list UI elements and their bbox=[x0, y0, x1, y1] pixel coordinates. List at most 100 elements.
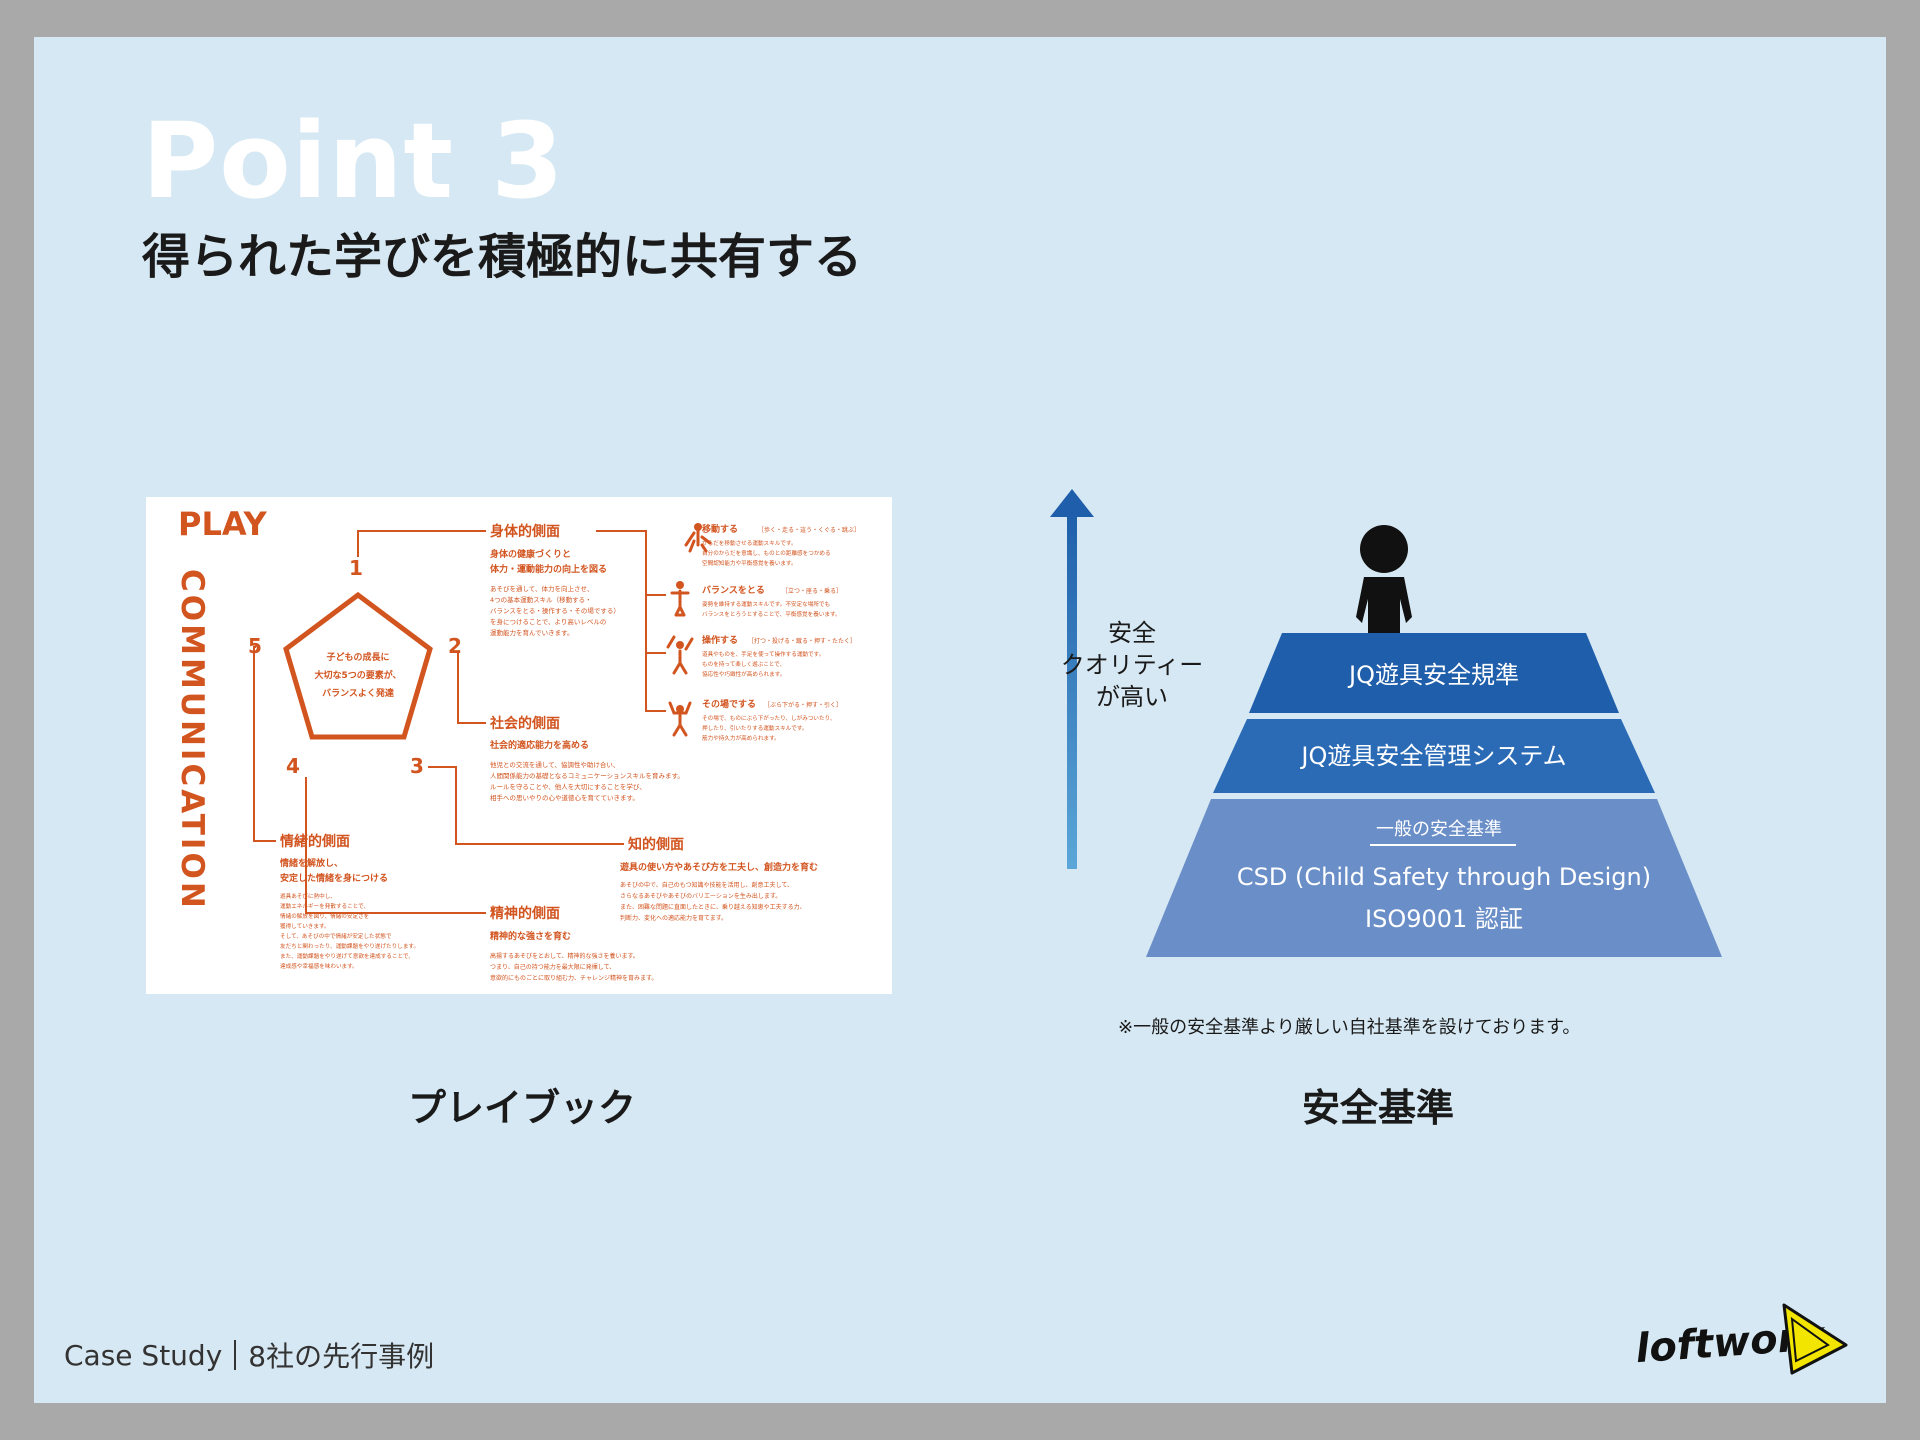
section-lead: 情緒を解放し、 bbox=[279, 857, 343, 869]
section-body: 運動エネルギーを発散することで、 bbox=[280, 902, 369, 910]
safety-pyramid-diagram: 安全 クオリティー が高い JQ遊具安全規準 JQ遊具安全管理システム 一般の安… bbox=[1050, 489, 1722, 1038]
section-body: あそびを通して、体力を向上させ、 bbox=[490, 584, 593, 593]
safety-standard-figure: 安全 クオリティー が高い JQ遊具安全規準 JQ遊具安全管理システム 一般の安… bbox=[1020, 477, 1760, 1057]
skill-line: 協応性や巧緻性が高められます。 bbox=[702, 670, 785, 678]
social-section: 社会的側面 社会的適応能力を高める 他児との交流を通して、協調性や助け合い、 人… bbox=[489, 715, 684, 802]
number-label: 1 bbox=[349, 556, 363, 580]
slide: Point 3 得られた学びを積極的に共有する PLAY COMMUNICATI… bbox=[34, 37, 1886, 1403]
skill-line: 自分のからだを意識し、ものとの距離感をつかめる bbox=[702, 549, 831, 557]
section-body: 人間関係能力の基礎となるコミュニケーションスキルを育みます。 bbox=[490, 771, 684, 780]
section-body: そして、あそびの中で情緒が安定した状態で bbox=[280, 932, 392, 940]
emotional-section: 情緒的側面 情緒を解放し、 安定した情緒を身につける 遊具あそびに熱中し、 運動… bbox=[279, 833, 419, 970]
physical-section: 身体的側面 身体の健康づくりと 体力・運動能力の向上を図る あそびを通して、体力… bbox=[490, 523, 620, 637]
quality-label-line: クオリティー bbox=[1061, 651, 1204, 679]
section-body: つまり、自己の持つ能力を最大限に発揮して、 bbox=[490, 963, 615, 971]
footer-label: Case Study bbox=[64, 1338, 223, 1372]
number-label: 3 bbox=[410, 754, 424, 778]
section-body: また、運動課題をやり遂げて意欲を達成することで、 bbox=[280, 952, 414, 960]
skill-line: 押したり、引いたりする運動スキルです。 bbox=[702, 724, 808, 732]
section-body: さらなるあそびやあそびのバリエーションを生み出します。 bbox=[620, 892, 781, 900]
skill-tag: ［ぶら下がる・押す・引く］ bbox=[764, 701, 842, 709]
section-body: 運動能力を育んでいきます。 bbox=[490, 628, 574, 637]
section-body: バランスをとる・操作する・その場でする） bbox=[490, 606, 620, 615]
center-text-line: 子どもの成長に bbox=[326, 651, 389, 663]
skill-tag: ［歩く・走る・這う・くぐる・跳ぶ］ bbox=[758, 526, 860, 534]
safety-note: ※一般の安全基準より厳しい自社基準を設けております。 bbox=[1118, 1017, 1580, 1038]
pentagon-shape bbox=[283, 591, 433, 740]
section-body: 高揚するあそびをとおして、精神的な強さを養います。 bbox=[490, 952, 639, 960]
skill-line: 筋力や持久力が高められます。 bbox=[702, 734, 780, 742]
tier-line: CSD (Child Safety through Design) bbox=[1237, 863, 1651, 891]
section-body: また、困難な問題に直面したときに、乗り越える知恵や工夫する力、 bbox=[620, 903, 806, 911]
mental-section: 精神的側面 精神的な強さを育む 高揚するあそびをとおして、精神的な強さを養います… bbox=[490, 905, 657, 982]
skill-item: その場でする ［ぶら下がる・押す・引く］ その場で、ものにぶら下がったり、しがみ… bbox=[702, 698, 842, 742]
in-place-icon bbox=[668, 701, 692, 737]
section-body: 達成感や幸福感を味わいます。 bbox=[280, 962, 358, 970]
intellectual-section: 知的側面 遊具の使い方やあそび方を工夫し、創造力を育む あそびの中で、自己のもつ… bbox=[620, 836, 818, 922]
connector-lines bbox=[253, 530, 666, 914]
tier-heading: 一般の安全基準 bbox=[1376, 819, 1502, 840]
skill-line: 姿勢を維持する運動スキルです。不安定な場所でも bbox=[702, 600, 830, 608]
section-body: 相手への思いやりの心や道徳心を育てていきます。 bbox=[490, 793, 639, 802]
skill-tag: ［立つ・座る・乗る］ bbox=[782, 587, 842, 595]
section-lead: 体力・運動能力の向上を図る bbox=[490, 563, 607, 575]
skill-title: その場でする bbox=[702, 698, 756, 710]
communication-vertical-text: COMMUNICATION bbox=[174, 569, 210, 911]
point-title: Point 3 bbox=[142, 100, 565, 222]
tier-label: JQ遊具安全規準 bbox=[1347, 661, 1519, 689]
playbook-diagram: PLAY COMMUNICATION 子どもの成長に 大切な5つの要素が、 バラ… bbox=[174, 505, 860, 982]
center-text-line: バランスよく発達 bbox=[322, 687, 394, 699]
tier-bottom bbox=[1146, 799, 1722, 957]
section-lead: 安定した情緒を身につける bbox=[280, 872, 388, 884]
center-text-line: 大切な5つの要素が、 bbox=[314, 669, 401, 681]
number-label: 4 bbox=[286, 754, 300, 778]
skill-title: 操作する bbox=[702, 634, 738, 646]
caption-playbook: プレイブック bbox=[407, 1086, 636, 1130]
skill-item: 操作する ［打つ・投げる・蹴る・押す・たたく］ 道具やものを、手足を使って操作す… bbox=[702, 634, 856, 678]
footer-section: 8社の先行事例 bbox=[248, 1340, 435, 1373]
section-body: あそびの中で、自己のもつ知識や技能を活用し、創意工夫して、 bbox=[620, 881, 793, 889]
skill-line: ものを持って楽しく遊ぶことで、 bbox=[702, 660, 785, 668]
quality-label-line: が高い bbox=[1096, 683, 1168, 711]
skill-tag: ［打つ・投げる・蹴る・押す・たたく］ bbox=[748, 637, 856, 645]
moving-icon bbox=[684, 523, 712, 553]
section-body: 意欲的にものごとに取り組む力、チャレンジ精神を育みます。 bbox=[490, 974, 657, 982]
section-title: 知的側面 bbox=[628, 836, 684, 853]
caption-safety: 安全基準 bbox=[1301, 1086, 1454, 1130]
play-heading: PLAY bbox=[178, 505, 268, 543]
section-lead: 社会的適応能力を高める bbox=[489, 739, 589, 751]
skill-title: 移動する bbox=[702, 523, 738, 535]
section-body: 遊具あそびに熱中し、 bbox=[280, 892, 336, 900]
skill-line: その場で、ものにぶら下がったり、しがみついたり、 bbox=[702, 714, 836, 722]
tier-label: JQ遊具安全管理システム bbox=[1299, 742, 1566, 770]
section-body: 友だちと関わったり、運動課題をやり遂げたりします。 bbox=[280, 942, 419, 950]
loftwork-logo-svg: loftwork bbox=[1634, 1303, 1848, 1375]
tier-line: ISO9001 認証 bbox=[1365, 905, 1523, 933]
section-body: 4つの基本運動スキル（移動する・ bbox=[490, 595, 592, 604]
manipulate-icon bbox=[666, 635, 694, 675]
tier-top bbox=[1249, 633, 1619, 713]
skill-line: 空間認知能力や平衡感覚を養います。 bbox=[702, 559, 797, 567]
section-title: 精神的側面 bbox=[490, 905, 560, 922]
section-body: 判断力、変化への適応能力を育てます。 bbox=[620, 914, 727, 922]
slide-subtitle: 得られた学びを積極的に共有する bbox=[142, 229, 863, 285]
section-body: ルールを守ることや、他人を大切にすることを学び、 bbox=[490, 782, 646, 791]
footer: Case Study 8社の先行事例 bbox=[64, 1335, 434, 1375]
skill-item: バランスをとる ［立つ・座る・乗る］ 姿勢を維持する運動スキルです。不安定な場所… bbox=[702, 585, 842, 618]
section-body: 獲得していきます。 bbox=[280, 922, 330, 930]
section-title: 社会的側面 bbox=[489, 715, 560, 732]
balance-icon bbox=[670, 581, 690, 617]
number-label: 2 bbox=[448, 634, 462, 658]
skills-list: 移動する ［歩く・走る・這う・くぐる・跳ぶ］ からだを移動させる運動スキルです。… bbox=[702, 523, 860, 742]
skill-line: からだを移動させる運動スキルです。 bbox=[702, 539, 797, 547]
loftwork-logo: loftwork bbox=[1632, 1301, 1862, 1381]
section-body: 他児との交流を通して、協調性や助け合い、 bbox=[490, 760, 619, 769]
section-body: 情緒の解放を図り、情緒の安定さを bbox=[280, 912, 369, 920]
quality-label-line: 安全 bbox=[1108, 619, 1156, 647]
footer-divider bbox=[234, 1340, 237, 1370]
tier-middle bbox=[1213, 719, 1655, 793]
section-body: を身につけることで、より高いレベルの bbox=[490, 617, 606, 626]
section-lead: 精神的な強さを育む bbox=[490, 930, 571, 942]
quality-arrow bbox=[1050, 489, 1094, 869]
skill-item: 移動する ［歩く・走る・這う・くぐる・跳ぶ］ からだを移動させる運動スキルです。… bbox=[702, 523, 860, 567]
